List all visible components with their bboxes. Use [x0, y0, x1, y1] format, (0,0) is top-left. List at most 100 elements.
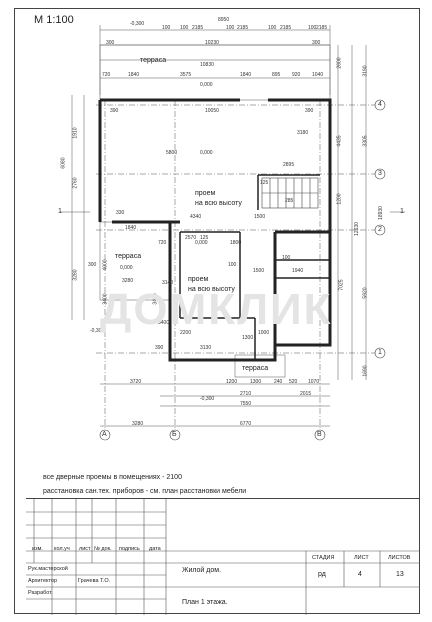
dim-300b: 300 — [312, 40, 321, 46]
dim-right-3190: 3190 — [362, 65, 369, 77]
watermark: ДОМКЛИК — [100, 285, 333, 334]
dim-100a: 100 — [282, 255, 291, 261]
dim-right-7025: 7025 — [338, 279, 345, 291]
dim-left-3280: 3280 — [72, 269, 79, 281]
dim-2570: 2570 — [185, 235, 197, 241]
tb-role-developer: Разработ. — [28, 590, 53, 596]
dim-3180: 3180 — [297, 130, 309, 136]
scale-label: М 1:100 — [34, 14, 74, 26]
dim-125b: 125 — [200, 235, 209, 241]
dim-10230: 10230 — [205, 40, 219, 46]
tb-sheet-number: 4 — [358, 571, 362, 578]
tb-header-list: лист — [79, 546, 91, 552]
dim-3720: 3720 — [130, 379, 142, 385]
dim-1500b: 1500 — [253, 268, 265, 274]
tb-sheets-label: ЛИСТОВ — [388, 555, 411, 561]
dim-125: 125 — [260, 180, 269, 186]
dim-top-9: 100 — [162, 25, 171, 31]
dim-left-2760: 2760 — [72, 177, 79, 189]
note-door-openings: все дверные проемы в помещениях - 2100 — [43, 474, 182, 481]
dim-1040: 1040 — [312, 72, 324, 78]
dim-7550: 7550 — [240, 401, 252, 407]
dim-10830: 10830 — [200, 62, 214, 68]
axis-label-v: В — [317, 431, 322, 438]
dim-right-3305: 3305 — [362, 135, 369, 147]
dim-10050: 10050 — [205, 108, 219, 114]
dim-top-4: 2185 — [237, 25, 249, 31]
dim-240: 240 — [274, 379, 283, 385]
note-plumbing: расстановка сан.тех. приборов - см. план… — [43, 488, 247, 495]
title-block-grid — [26, 499, 420, 615]
opening-label-1: проем — [195, 190, 216, 197]
dim-4340: 4340 — [190, 214, 202, 220]
dim-1300a: 1300 — [242, 335, 254, 341]
dim-right-2600: 2600 — [336, 57, 343, 69]
level-mark-bottom-left: -0,300 — [90, 328, 105, 334]
axis-label-4: 4 — [378, 101, 382, 108]
dim-3400: 3400 — [158, 320, 170, 326]
dim-3280b: 3280 — [132, 421, 144, 427]
dim-right-18930: 18930 — [377, 206, 384, 220]
level-mark-bottom: -0,300 — [200, 396, 215, 402]
axis-label-3: 3 — [378, 170, 382, 177]
level-mark-room: 0,000 — [200, 150, 213, 156]
dim-285: 285 — [285, 198, 294, 204]
dim-520: 520 — [289, 379, 298, 385]
tb-stage-label: СТАДИЯ — [312, 555, 335, 561]
tb-header-date: дата — [149, 546, 161, 552]
dim-1940: 1940 — [292, 268, 304, 274]
dim-300a: 300 — [106, 40, 115, 46]
dim-1840b: 1840 — [240, 72, 252, 78]
dim-right-4435: 4435 — [336, 135, 343, 147]
dim-1500a: 1500 — [254, 214, 266, 220]
dim-300c: 300 — [88, 262, 97, 268]
dim-top-6: 2185 — [280, 25, 292, 31]
dim-390a: 390 — [110, 108, 119, 114]
tb-header-kol: кол.уч — [54, 546, 70, 552]
dim-left-1910: 1910 — [72, 127, 79, 139]
dim-right-5920: 5920 — [362, 287, 369, 299]
dim-390b: 390 — [305, 108, 314, 114]
dim-top-2: 2185 — [192, 25, 204, 31]
room-label-terrace-left: терраса — [115, 253, 142, 260]
dim-3130: 3130 — [200, 345, 212, 351]
dim-top-8: 2185 — [316, 25, 328, 31]
dim-1070: 1070 — [308, 379, 320, 385]
section-mark-left: 1 — [58, 208, 62, 215]
tb-stage: рд — [318, 571, 326, 578]
dim-720b: 720 — [158, 240, 167, 246]
dim-left-6080: 6080 — [60, 157, 67, 169]
dim-top-overall: 8950 — [218, 17, 230, 23]
tb-sheet-title: План 1 этажа. — [182, 599, 228, 606]
title-block: изм. кол.уч лист № док. подпись дата Рук… — [26, 498, 420, 615]
dim-920: 920 — [292, 72, 301, 78]
dim-3280a: 3280 — [122, 278, 134, 284]
tb-role-head: Рук.мастерской — [28, 566, 68, 572]
tb-header-izm: изм. — [32, 546, 43, 552]
room-label-terrace-top: терраса — [140, 57, 167, 64]
section-mark-right: 1 — [400, 208, 404, 215]
level-mark-top: -0,300 — [130, 21, 145, 27]
dim-top-5: 100 — [268, 25, 277, 31]
dim-720: 720 — [102, 72, 111, 78]
opening-label-1b: на всю высоту — [195, 200, 242, 207]
dim-1300b: 1300 — [250, 379, 262, 385]
axis-label-2: 2 — [378, 226, 382, 233]
dim-top-3: 100 — [226, 25, 235, 31]
dim-3575: 3575 — [180, 72, 192, 78]
dim-top-7: 100 — [308, 25, 317, 31]
dim-right-1200: 1200 — [336, 193, 343, 205]
tb-sheets-total: 13 — [396, 571, 404, 578]
axis-label-1: 1 — [378, 349, 382, 356]
opening-label-2b: на всю высоту — [188, 286, 235, 293]
dim-right-1690: 1690 — [362, 365, 369, 377]
dim-895: 895 — [272, 72, 281, 78]
tb-role-architect: Архитектор — [28, 578, 58, 584]
dim-6770: 6770 — [240, 421, 252, 427]
tb-sheet-label: ЛИСТ — [354, 555, 369, 561]
dim-100b: 100 — [228, 262, 237, 268]
tb-header-sign: подпись — [119, 546, 140, 552]
dim-2015: 2015 — [300, 391, 312, 397]
dim-1200: 1200 — [226, 379, 238, 385]
dim-left-4000: 4000 — [102, 259, 109, 271]
